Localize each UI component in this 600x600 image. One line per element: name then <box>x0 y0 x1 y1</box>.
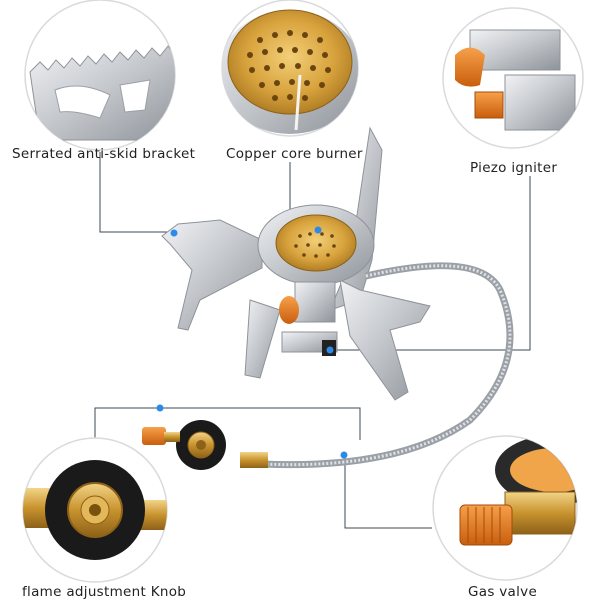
leader-lines <box>94 152 531 529</box>
label-piezo-igniter: Piezo igniter <box>470 160 558 176</box>
valve-detail-circle <box>432 435 578 581</box>
piezo-detail-circle <box>442 7 584 149</box>
label-serrated-bracket: Serrated anti-skid bracket <box>12 146 196 162</box>
knob-detail-circle <box>22 437 168 583</box>
stove-main <box>142 126 514 470</box>
burner-detail-circle <box>221 0 359 137</box>
bracket-detail-circle <box>24 0 176 151</box>
label-flame-knob: flame adjustment Knob <box>22 584 187 600</box>
label-copper-burner: Copper core burner <box>226 146 363 162</box>
label-gas-valve: Gas valve <box>468 584 538 600</box>
